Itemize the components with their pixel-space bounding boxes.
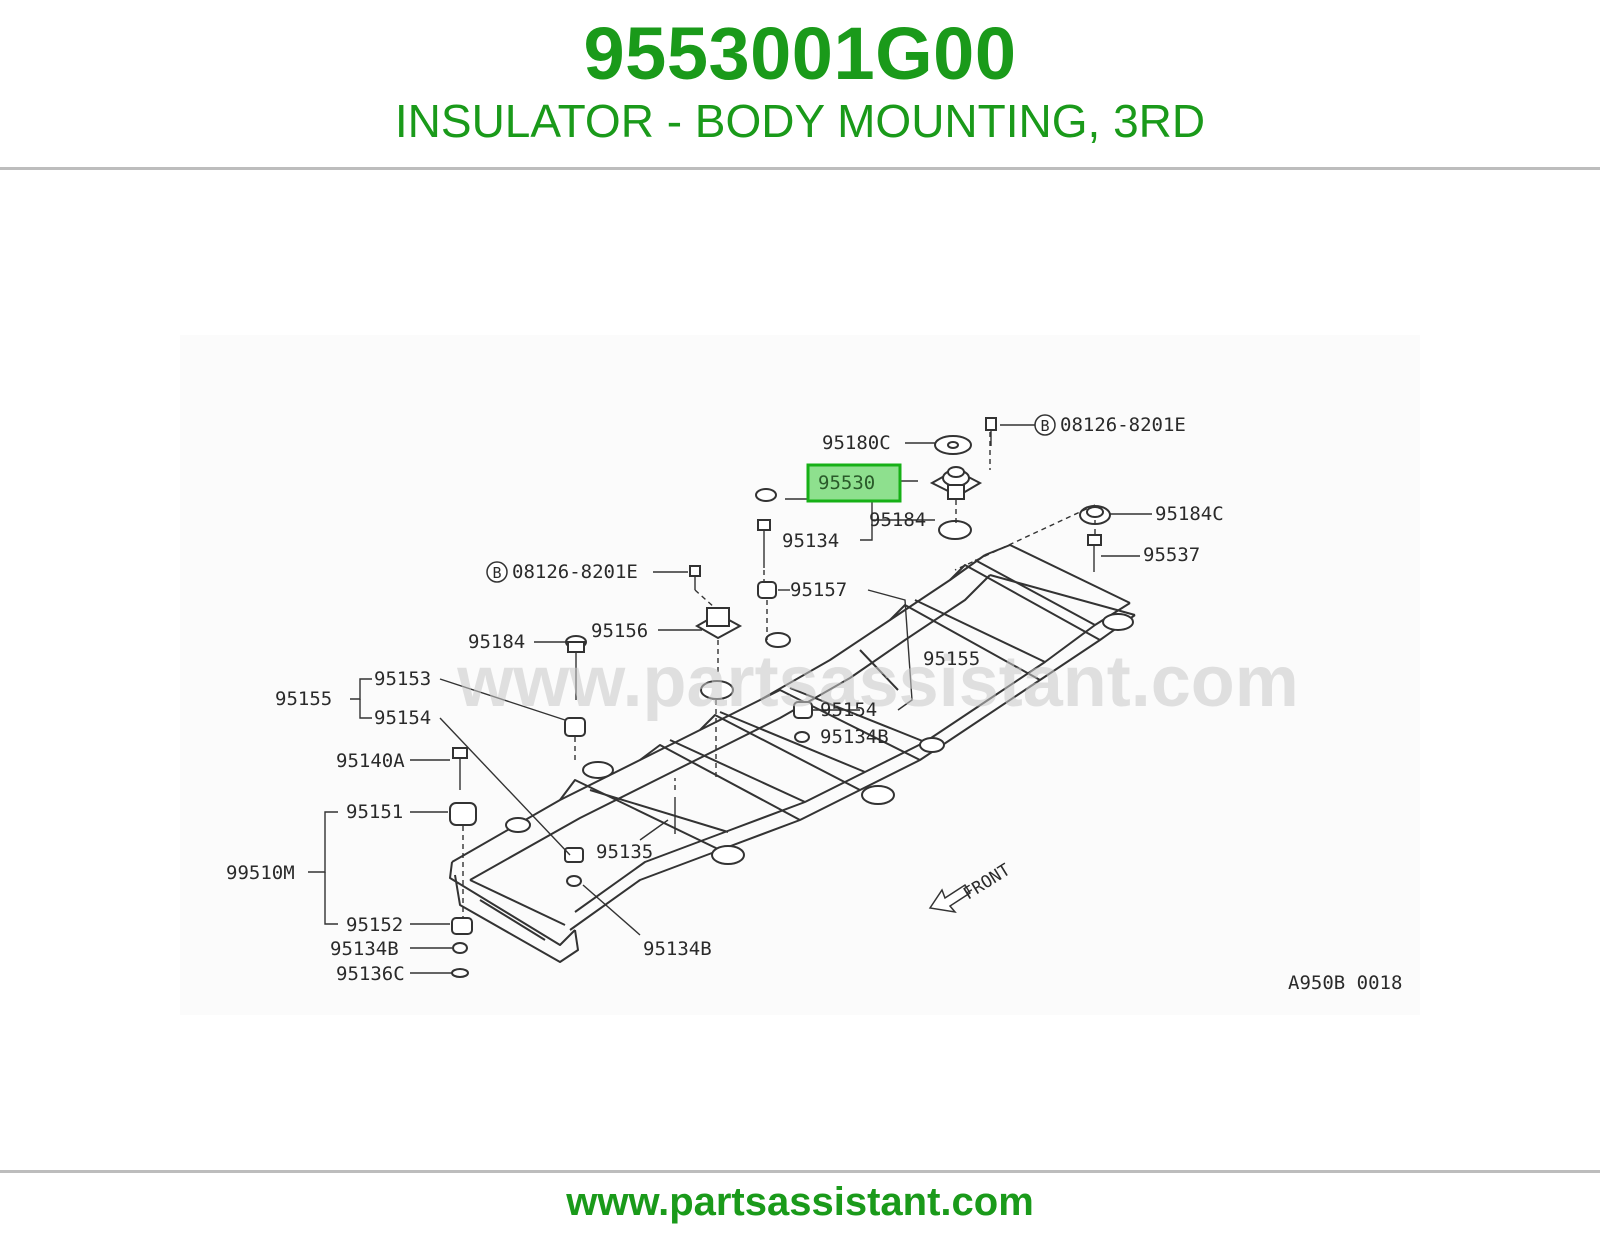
assembly-lines bbox=[462, 432, 1096, 918]
label-95152[interactable]: 95152 bbox=[346, 914, 403, 936]
bottom-divider bbox=[0, 1170, 1600, 1173]
circle-marker-b-top: B bbox=[1034, 414, 1056, 436]
circle-marker-b-mid: B bbox=[486, 561, 508, 583]
highlight-box-95530[interactable] bbox=[806, 463, 902, 503]
label-95184-left[interactable]: 95184 bbox=[468, 631, 525, 653]
part-labels: 95180C 08126-8201E 95530 95184 95184C 95… bbox=[226, 414, 1224, 985]
label-95153[interactable]: 95153 bbox=[374, 668, 431, 690]
part-description: INSULATOR - BODY MOUNTING, 3RD bbox=[394, 95, 1206, 147]
label-95136c[interactable]: 95136C bbox=[336, 963, 405, 985]
svg-text:B: B bbox=[1040, 417, 1049, 435]
top-divider bbox=[0, 167, 1600, 170]
label-95537[interactable]: 95537 bbox=[1143, 544, 1200, 566]
svg-text:B: B bbox=[492, 564, 501, 582]
mount-parts bbox=[449, 417, 1111, 978]
label-95134b-bottom[interactable]: 95134B bbox=[643, 938, 712, 960]
label-99510m[interactable]: 99510M bbox=[226, 862, 295, 884]
label-95134b-right[interactable]: 95134B bbox=[820, 726, 889, 748]
label-95135[interactable]: 95135 bbox=[596, 841, 653, 863]
diagram-panel bbox=[180, 335, 1420, 1015]
front-arrow-icon bbox=[928, 883, 972, 914]
diagram-reference-code: A950B 0018 bbox=[1288, 972, 1402, 994]
part-number-title: 9553001G00 bbox=[583, 12, 1017, 95]
label-95134b-left[interactable]: 95134B bbox=[330, 938, 399, 960]
label-95151[interactable]: 95151 bbox=[346, 801, 403, 823]
label-95180c[interactable]: 95180C bbox=[822, 432, 891, 454]
label-95184-top[interactable]: 95184 bbox=[869, 509, 926, 531]
label-95157[interactable]: 95157 bbox=[790, 579, 847, 601]
label-08126-8201e-top[interactable]: 08126-8201E bbox=[1060, 414, 1186, 436]
label-95155-left[interactable]: 95155 bbox=[275, 688, 332, 710]
label-95154-right[interactable]: 95154 bbox=[820, 699, 877, 721]
watermark: www.partsassistant.com bbox=[456, 642, 1299, 722]
label-95530[interactable]: 95530 bbox=[818, 472, 875, 494]
label-95134-top[interactable]: 95134 bbox=[782, 530, 839, 552]
label-95156[interactable]: 95156 bbox=[591, 620, 648, 642]
footer-url[interactable]: www.partsassistant.com bbox=[566, 1180, 1034, 1224]
label-95154-left[interactable]: 95154 bbox=[374, 707, 431, 729]
label-08126-8201e-mid[interactable]: 08126-8201E bbox=[512, 561, 638, 583]
vehicle-frame-drawing bbox=[449, 520, 1136, 963]
label-95184c[interactable]: 95184C bbox=[1155, 503, 1224, 525]
label-95140a[interactable]: 95140A bbox=[336, 750, 405, 772]
label-95155-right[interactable]: 95155 bbox=[923, 648, 980, 670]
